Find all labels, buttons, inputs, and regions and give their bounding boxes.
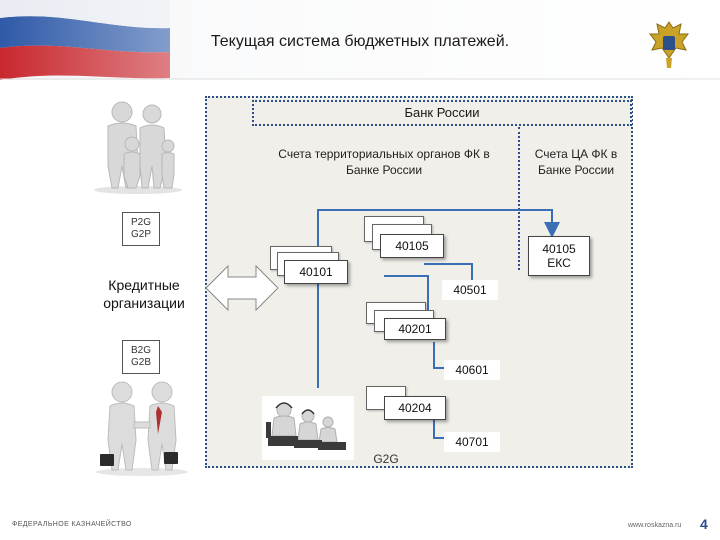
account-40701: 40701 [444,432,500,452]
territorial-accounts-header: Счета территориальных органов ФК в Банке… [278,147,490,177]
g2g-label: G2G [373,452,399,466]
section-divider [518,127,520,270]
account-40501: 40501 [442,280,498,300]
central-accounts-header: Счета ЦА ФК в Банке России [534,147,618,177]
p2g-g2p-tag: P2G G2P [122,212,160,246]
footer-website-link[interactable]: www.roskazna.ru [628,522,682,529]
bank-of-russia-header: Банк России [252,100,632,126]
family-figures-image [86,96,190,196]
page-title: Текущая система бюджетных платежей. [210,33,510,50]
account-40101: 40101 [284,260,348,284]
account-40204: 40204 [384,396,446,420]
credit-orgs-connector-arrow [205,264,279,312]
account-40105-eks: 40105 ЕКС [528,236,590,276]
account-40601: 40601 [444,360,500,380]
footer-organization: ФЕДЕРАЛЬНОЕ КАЗНАЧЕЙСТВО [12,521,132,528]
treasury-emblem-icon [649,21,689,68]
call-center-image [262,396,354,460]
account-40105: 40105 [380,234,444,258]
account-40201: 40201 [384,318,446,340]
credit-organizations-label: Кредитные организации [103,277,185,311]
handshake-figures-image [88,378,196,478]
page-number: 4 [700,516,708,532]
header-flag-band [0,0,720,80]
b2g-g2b-tag: B2G G2B [122,340,160,374]
